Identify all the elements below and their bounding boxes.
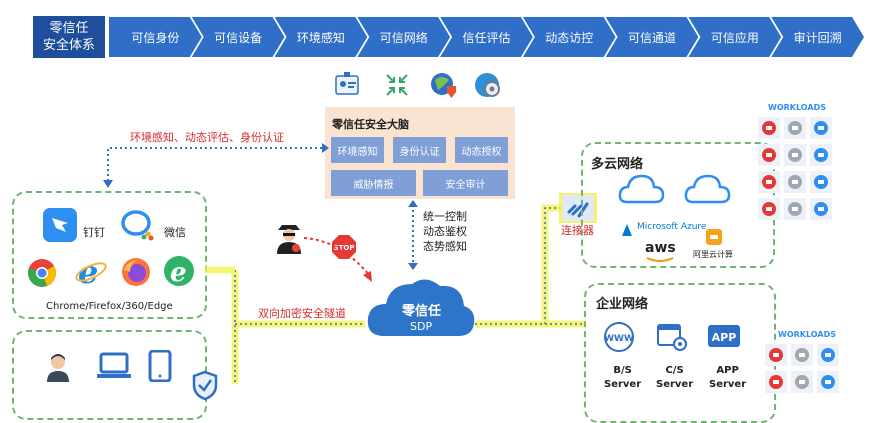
svg-text:STOP: STOP <box>334 244 355 252</box>
chrome-icon <box>27 258 57 288</box>
workloads-top-grid <box>757 116 839 220</box>
workload-icon <box>757 116 781 140</box>
workload-icon <box>757 197 781 221</box>
attack-arrow <box>303 237 372 282</box>
sdp-cloud <box>367 279 475 336</box>
pipeline-step: 审计回溯 <box>771 17 864 57</box>
sdp-title: 零信任 <box>402 304 442 319</box>
pipeline-step: 信任评估 <box>440 17 533 57</box>
svg-text:e: e <box>170 258 187 288</box>
azure-label: Microsoft Azure <box>637 222 707 232</box>
azure-logo-icon <box>622 221 634 236</box>
stop-sign-icon: STOP <box>331 234 357 260</box>
pipeline-step: 可信网络 <box>357 17 450 57</box>
hacker-icon <box>274 222 304 254</box>
ie-icon: e <box>74 253 108 291</box>
pipeline-step: 可信身份 <box>109 17 202 57</box>
brain-btn-authorize[interactable]: 动态授权 <box>455 137 508 163</box>
workload-icon <box>764 370 788 394</box>
connector-icon <box>561 194 595 222</box>
workload-icon <box>783 143 807 167</box>
cs-server-icon <box>656 322 688 352</box>
workload-icon <box>757 143 781 167</box>
brain-title: 零信任安全大脑 <box>332 118 409 131</box>
pipeline-step: 可信设备 <box>192 17 285 57</box>
browser-shield-icon <box>429 70 459 100</box>
control-label: 统一控制 动态鉴权 态势感知 <box>423 210 467 253</box>
workload-icon <box>816 343 840 367</box>
svg-text:APP: APP <box>712 331 737 344</box>
client-apps-box <box>12 191 207 319</box>
workload-icon <box>809 143 833 167</box>
workload-icon <box>809 170 833 194</box>
pipeline-step: 可信应用 <box>688 17 781 57</box>
wechat-work-label: 微信 <box>164 226 186 239</box>
cloud-icon-2 <box>683 172 731 206</box>
enterprise-title: 企业网络 <box>596 297 649 312</box>
env-auth-connector <box>103 143 329 188</box>
cloud-icon-1 <box>617 172 665 206</box>
aliyun-logo-icon <box>705 228 723 246</box>
firefox-icon <box>120 256 152 288</box>
workload-icon <box>809 197 833 221</box>
tunnel-label: 双向加密安全隧道 <box>258 307 346 320</box>
workloads-bottom-label: WORKLOADS <box>778 330 836 339</box>
workloads-bottom-grid <box>764 343 846 403</box>
laptop-icon <box>96 352 132 382</box>
aliyun-label: 阿里云计算 <box>693 250 733 259</box>
shield-check-icon <box>192 370 218 401</box>
pipeline-step: 可信通道 <box>606 17 699 57</box>
bs-server-label: B/S Server <box>604 365 642 390</box>
dingtalk-label: 钉钉 <box>83 226 105 239</box>
pipeline-step: 动态访控 <box>523 17 616 57</box>
svg-text:WWW: WWW <box>604 334 634 344</box>
workload-icon <box>783 116 807 140</box>
wechat-work-icon <box>120 208 156 242</box>
workload-icon <box>783 170 807 194</box>
gear-globe-icon <box>472 70 504 100</box>
edge-icon: e <box>162 254 196 288</box>
app-server-icon: APP <box>707 322 741 352</box>
brain-btn-threat[interactable]: 威胁情报 <box>331 170 416 196</box>
workload-icon <box>790 370 814 394</box>
brain-btn-auth[interactable]: 身份认证 <box>393 137 446 163</box>
workload-icon <box>764 343 788 367</box>
system-title: 零信任 安全体系 <box>33 16 105 58</box>
sdp-subtitle: SDP <box>410 320 433 333</box>
user-avatar-icon <box>45 352 71 382</box>
workload-icon <box>783 197 807 221</box>
aws-label: aws <box>645 240 676 256</box>
brain-btn-env[interactable]: 环境感知 <box>331 137 384 163</box>
workloads-top-label: WORKLOADS <box>768 103 826 112</box>
workload-icon <box>790 343 814 367</box>
workload-icon <box>816 370 840 394</box>
workload-icon <box>809 116 833 140</box>
app-server-label: APP Server <box>709 365 747 390</box>
compress-arrows-icon <box>384 72 410 98</box>
id-card-icon <box>333 71 361 97</box>
connector-label: 连接器 <box>561 224 594 237</box>
browsers-caption: Chrome/Firefox/360/Edge <box>46 301 173 312</box>
multicloud-title: 多云网络 <box>591 157 644 172</box>
encrypted-tunnel <box>205 204 585 384</box>
tablet-icon <box>148 349 172 383</box>
workload-icon <box>757 170 781 194</box>
dingtalk-icon <box>43 208 77 242</box>
brain-btn-audit[interactable]: 安全审计 <box>423 170 508 196</box>
cs-server-label: C/S Server <box>656 365 694 390</box>
env-auth-label: 环境感知、动态评估、身份认证 <box>130 131 284 144</box>
pipeline-step: 环境感知 <box>275 17 368 57</box>
www-icon: WWW <box>603 322 635 352</box>
control-connector <box>408 200 418 270</box>
aws-smile-icon <box>646 257 674 262</box>
pipeline-steps: 可信身份可信设备环境感知可信网络信任评估动态访控可信通道可信应用审计回溯 <box>109 17 854 57</box>
